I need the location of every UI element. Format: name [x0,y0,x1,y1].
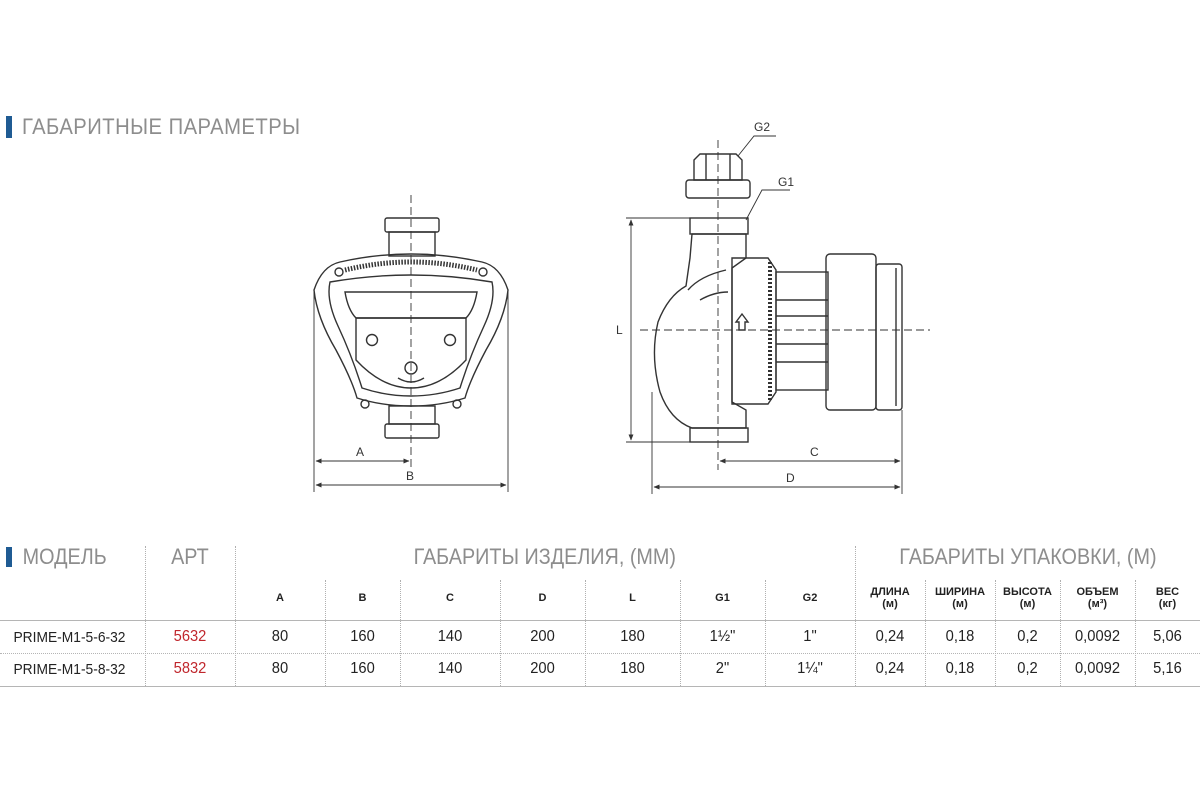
section-title-text: ГАБАРИТНЫЕ ПАРАМЕТРЫ [22,114,301,139]
col-header-height: ВЫСОТА(м) [1003,586,1052,610]
col-header-l: L [629,592,636,604]
row2-width: 0,18 [945,660,975,677]
table-divider [765,580,766,686]
header-package-dims: ГАБАРИТЫ УПАКОВКИ, (М) [898,544,1157,569]
row1-length: 0,24 [875,628,905,645]
col-header-c: C [446,592,454,604]
row1-d: 200 [530,628,555,645]
dim-label-g1: G1 [778,175,794,189]
row2-g1: 2" [715,660,730,677]
row2-b: 160 [350,660,375,677]
row1-a: 80 [271,628,289,645]
section-title: ГАБАРИТНЫЕ ПАРАМЕТРЫ [6,112,325,142]
row1-g2: 1" [803,628,817,645]
table-divider [500,580,501,686]
table-divider [995,580,996,686]
col-header-volume: ОБЪЕМ(м³) [1076,586,1119,610]
row2-a: 80 [271,660,289,677]
technical-drawing: A B [313,120,930,494]
col-header-g1: G1 [715,592,730,604]
table-divider [925,580,926,686]
row1-height: 0,2 [1017,628,1038,645]
table-divider [0,686,1200,687]
dim-label-a: A [356,445,364,459]
dim-label-l: L [616,323,623,337]
row1-b: 160 [350,628,375,645]
header-product-dims: ГАБАРИТЫ ИЗДЕЛИЯ, (ММ) [413,544,677,569]
table-divider [400,580,401,686]
row2-weight: 5,16 [1153,660,1182,677]
row2-height: 0,2 [1017,660,1038,677]
dim-label-c: C [810,445,819,459]
row2-d: 200 [530,660,555,677]
table-divider [145,546,146,686]
row2-length: 0,24 [875,660,905,677]
col-header-g2: G2 [802,592,818,604]
table-divider [325,580,326,686]
col-header-d: D [538,592,547,604]
dim-label-d: D [786,471,795,485]
table-marker [6,547,12,567]
table-divider [585,580,586,686]
row1-volume: 0,0092 [1074,628,1121,645]
row2-c: 140 [437,660,463,677]
table-divider [855,546,856,686]
col-header-width: ШИРИНА(м) [934,586,986,610]
row1-art: 5632 [173,628,207,645]
row2-volume: 0,0092 [1074,660,1121,677]
header-art: АРТ [171,544,209,569]
row1-l: 180 [620,628,645,645]
table-divider [680,580,681,686]
row1-c: 140 [437,628,463,645]
row1-model: PRIME-M1-5-6-32 [13,628,126,646]
row1-g1: 1½" [709,628,736,645]
side-view [626,135,930,494]
table-divider [1135,580,1136,686]
table-divider [0,620,1200,621]
front-view [313,195,509,492]
dim-label-g2: G2 [754,120,770,134]
table-divider [0,653,1200,654]
dim-label-b: B [406,469,414,483]
row2-art: 5832 [173,660,207,677]
table-divider [235,546,236,686]
header-model: МОДЕЛЬ [0,540,145,574]
col-header-weight: ВЕС(кг) [1155,586,1180,610]
row2-l: 180 [620,660,645,677]
col-header-b: B [358,592,367,604]
table-divider [1060,580,1061,686]
specs-table: МОДЕЛЬ АРТ ГАБАРИТЫ ИЗДЕЛИЯ, (ММ) ГАБАРИ… [0,540,1200,690]
section-marker [6,116,12,138]
row2-g2: 1¼" [797,660,823,677]
col-header-length: ДЛИНА(м) [870,586,910,610]
row1-width: 0,18 [945,628,975,645]
row2-model: PRIME-M1-5-8-32 [13,660,126,678]
col-header-a: A [276,592,284,604]
row1-weight: 5,06 [1153,628,1182,645]
